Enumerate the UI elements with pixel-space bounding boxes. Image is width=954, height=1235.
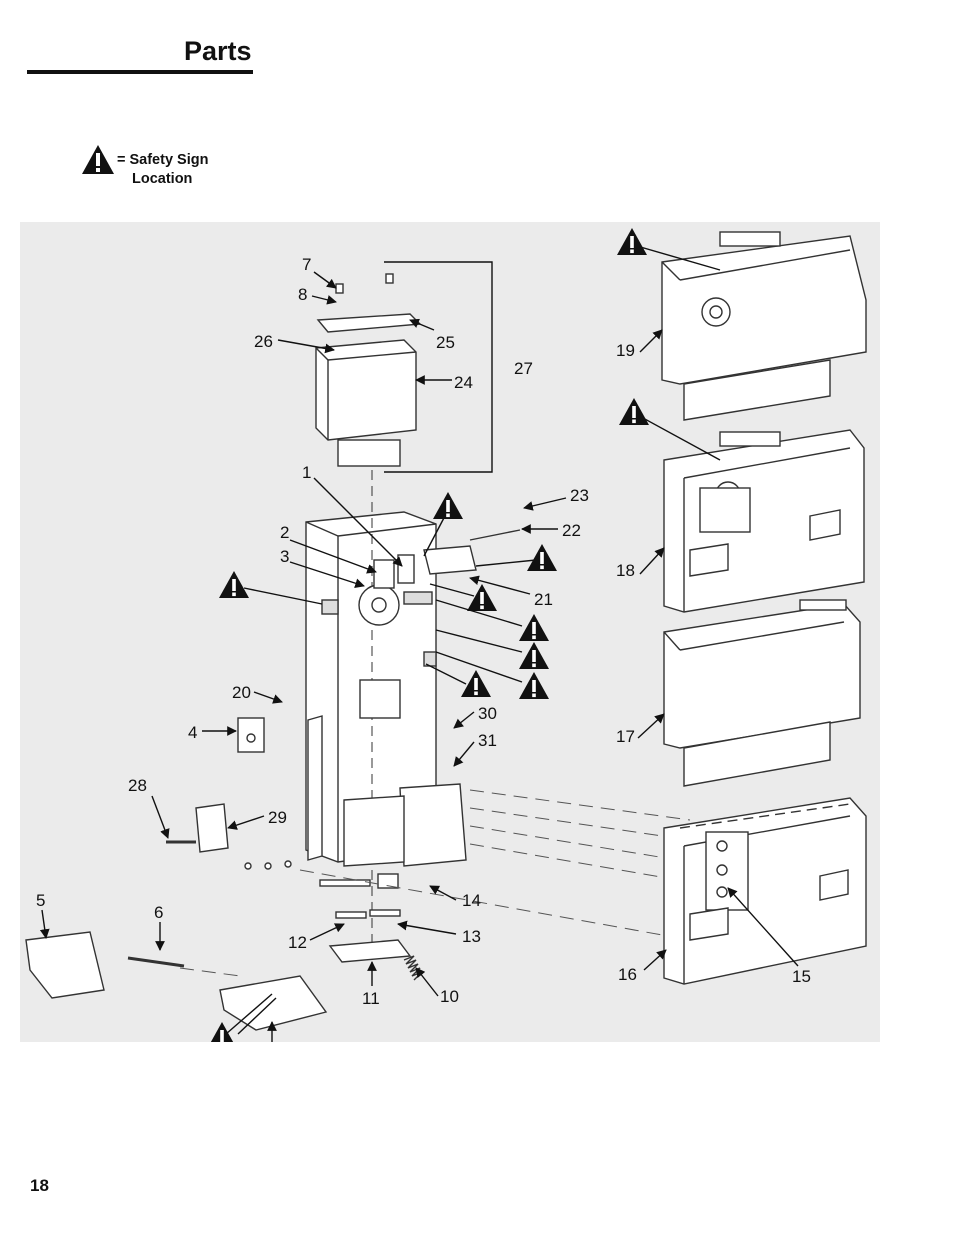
warning-triangle-icon <box>82 145 114 174</box>
plate-19 <box>661 231 867 421</box>
callout-3: 3 <box>280 547 289 566</box>
exploded-parts-diagram: 1 2 3 4 5 6 7 8 9 10 11 12 13 14 15 16 1… <box>25 228 867 1042</box>
callout-4: 4 <box>188 723 197 742</box>
callout-6: 6 <box>154 903 163 922</box>
warning-triangle-icon <box>527 544 557 571</box>
callout-29: 29 <box>268 808 287 827</box>
safety-sign-legend: = Safety Sign Location <box>80 143 280 193</box>
legend-line-2: Location <box>132 171 193 187</box>
callout-21: 21 <box>534 590 553 609</box>
page-title: Parts <box>184 36 252 66</box>
callout-10: 10 <box>440 987 459 1006</box>
frame-16 <box>663 797 867 985</box>
callout-26: 26 <box>254 332 273 351</box>
callout-31: 31 <box>478 731 497 750</box>
callout-17: 17 <box>616 727 635 746</box>
leader-lines <box>39 271 799 1042</box>
column-assembly <box>305 273 521 981</box>
callout-22: 22 <box>562 521 581 540</box>
warning-triangle-icon <box>519 672 549 699</box>
warning-triangle-icon <box>619 398 649 425</box>
callout-28: 28 <box>128 776 147 795</box>
warning-triangle-icon <box>617 228 647 255</box>
title-underline <box>27 70 253 74</box>
warning-triangle-icon <box>519 614 549 641</box>
callout-8: 8 <box>298 285 307 304</box>
callout-24: 24 <box>454 373 473 392</box>
legend-line-1: = Safety Sign <box>117 152 209 168</box>
callout-12: 12 <box>288 933 307 952</box>
callout-23: 23 <box>570 486 589 505</box>
callout-27: 27 <box>514 359 533 378</box>
warning-triangle-icon <box>519 642 549 669</box>
page-number: 18 <box>30 1176 49 1195</box>
callout-13: 13 <box>462 927 481 946</box>
warning-triangle-icon <box>467 584 497 611</box>
warning-triangle-icon <box>207 1022 237 1042</box>
callout-7: 7 <box>302 255 311 274</box>
callout-5: 5 <box>36 891 45 910</box>
callout-1: 1 <box>302 463 311 482</box>
callout-20: 20 <box>232 683 251 702</box>
warning-triangle-icon <box>219 571 249 598</box>
callout-19: 19 <box>616 341 635 360</box>
callout-11: 11 <box>362 989 380 1008</box>
lower-left-parts <box>25 717 328 1031</box>
callout-2: 2 <box>280 523 289 542</box>
callout-14: 14 <box>462 891 481 910</box>
alignment-lines <box>179 789 691 977</box>
callout-30: 30 <box>478 704 497 723</box>
callout-bracket-27 <box>384 261 493 473</box>
callout-25: 25 <box>436 333 455 352</box>
callout-labels: 1 2 3 4 5 6 7 8 9 10 11 12 13 14 15 16 1… <box>36 255 811 1008</box>
warning-triangle-icon <box>433 492 463 519</box>
callout-16: 16 <box>618 965 637 984</box>
frame-18 <box>663 429 865 613</box>
callout-18: 18 <box>616 561 635 580</box>
plate-17 <box>663 599 861 787</box>
callout-15: 15 <box>792 967 811 986</box>
warning-leaders <box>225 243 721 1035</box>
